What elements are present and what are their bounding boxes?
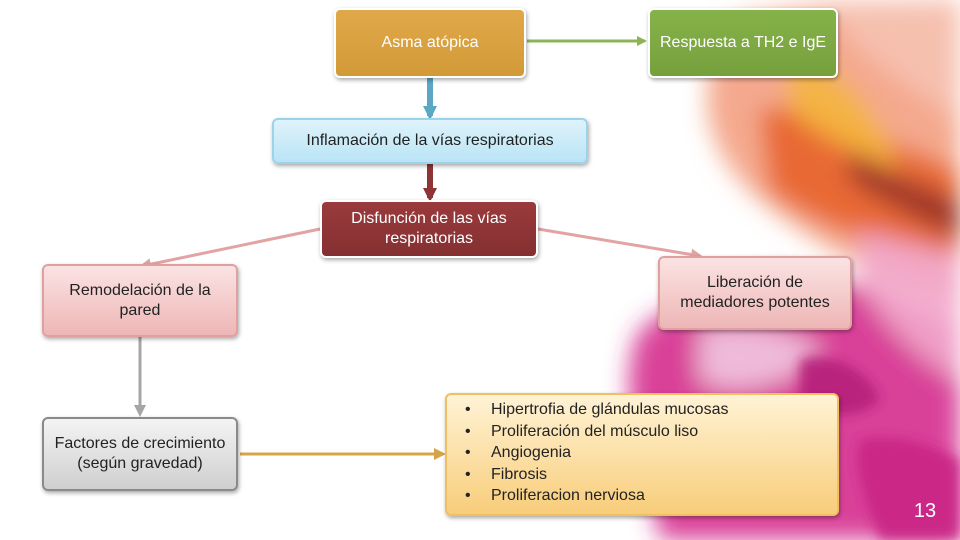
effects-list-item: Angiogenia — [461, 442, 728, 464]
node-asma-atopica-label: Asma atópica — [381, 34, 479, 51]
node-factores-label: Factores de crecimiento (según gravedad) — [54, 435, 226, 472]
arrow-disfuncion-to-liberacion — [537, 227, 703, 261]
node-remodelacion: Remodelación de la pared — [42, 264, 238, 337]
effects-list-item: Proliferación del músculo liso — [461, 421, 728, 443]
effects-list-item: Proliferacion nerviosa — [461, 485, 728, 507]
node-liberacion: Liberación de mediadores potentes — [658, 256, 852, 330]
effects-bullet-list: Hipertrofia de glándulas mucosas Prolife… — [461, 399, 728, 507]
node-respuesta-th2: Respuesta a TH2 e IgE — [648, 8, 838, 78]
arrow-disfuncion-to-remodelacion — [139, 227, 321, 271]
node-inflamacion-label: Inflamación de la vías respiratorias — [306, 132, 554, 149]
node-disfuncion: Disfunción de las vías respiratorias — [320, 200, 538, 258]
node-respuesta-th2-label: Respuesta a TH2 e IgE — [659, 34, 827, 51]
node-liberacion-label: Liberación de mediadores potentes — [680, 274, 830, 311]
node-remodelacion-label: Remodelación de la pared — [69, 281, 211, 319]
node-inflamacion: Inflamación de la vías respiratorias — [272, 118, 588, 164]
node-effects-list: Hipertrofia de glándulas mucosas Prolife… — [445, 393, 839, 516]
node-asma-atopica: Asma atópica — [334, 8, 526, 78]
node-disfuncion-label: Disfunción de las vías respiratorias — [351, 210, 507, 247]
effects-list-item: Hipertrofia de glándulas mucosas — [461, 399, 728, 421]
slide-number: 13 — [913, 500, 937, 522]
node-factores: Factores de crecimiento (según gravedad) — [42, 417, 238, 491]
effects-list-item: Fibrosis — [461, 464, 728, 486]
